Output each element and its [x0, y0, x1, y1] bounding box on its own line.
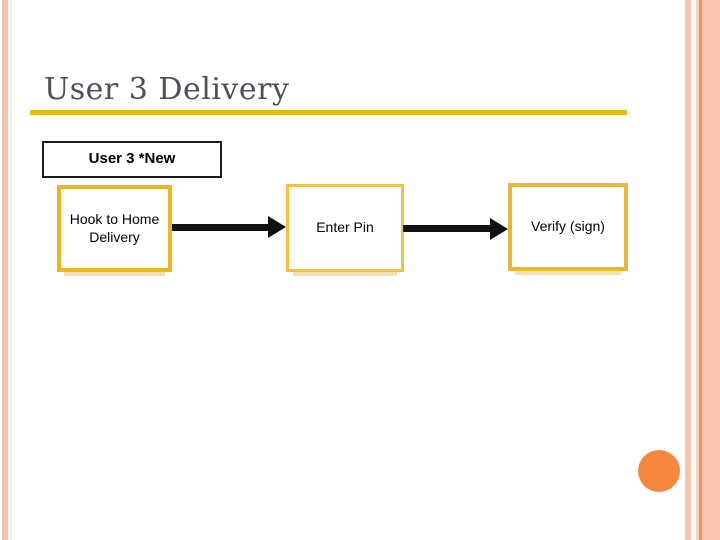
flowchart-step-label: Verify (sign)	[531, 218, 605, 235]
flowchart-step-label: Hook to Home Delivery	[69, 211, 160, 245]
flowchart-step-hook-to-home-delivery: Hook to Home Delivery	[57, 185, 172, 272]
flowchart-step-verify-sign: Verify (sign)	[508, 183, 628, 271]
left-stripe	[2, 0, 8, 540]
right-stripe-light	[696, 0, 699, 540]
flowchart-start-label: User 3 *New	[88, 150, 176, 168]
arrow-1-head	[268, 216, 286, 238]
right-stripe-thin	[685, 0, 691, 540]
right-stripe-dark-line	[699, 0, 702, 540]
flowchart-step-label: Enter Pin	[316, 219, 374, 236]
flowchart-step-enter-pin: Enter Pin	[286, 184, 404, 272]
right-stripe-band	[702, 0, 720, 540]
accent-circle	[638, 450, 680, 492]
arrow-2-head	[490, 218, 508, 240]
flowchart-start-box: User 3 *New	[42, 141, 222, 178]
title-underline	[30, 110, 627, 115]
arrow-1-line	[172, 224, 270, 231]
arrow-2-line	[403, 225, 492, 232]
slide-title: User 3 Delivery	[44, 72, 290, 107]
left-stripe-thin	[10, 0, 12, 540]
